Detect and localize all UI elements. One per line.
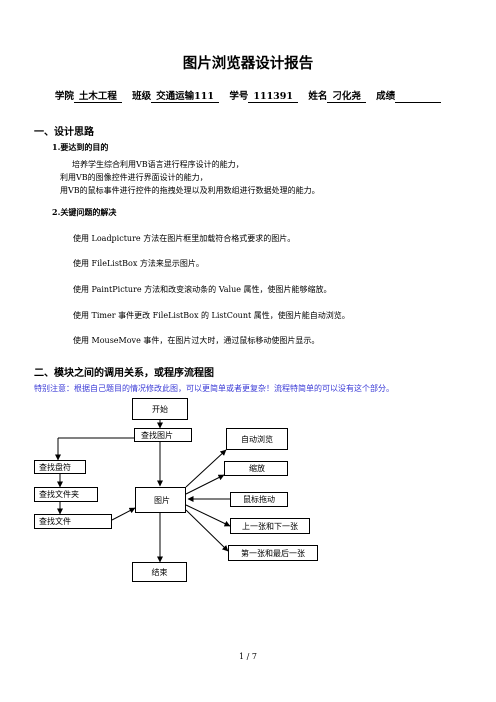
solution-line-3: 使用 PaintPicture 方法和改变滚动条的 Value 属性，使图片能够… [73,285,332,294]
flow-box-prev-next: 上一张和下一张 [230,518,310,534]
flow-box-zoom: 缩放 [224,461,288,476]
flow-box-auto-browse: 自动浏览 [226,428,288,450]
info-value-grade [395,91,442,103]
goal-line-1: 培养学生综合利用VB语言进行程序设计的能力， [72,160,244,169]
info-label-college: 学院 [54,91,74,102]
notice-text: 特别注意：根据自己题目的情况修改此图，可以更简单或者更复杂！流程特简单的可以没有… [34,384,394,393]
info-label-name: 姓名 [308,91,328,102]
flow-box-find-folder: 查找文件夹 [34,487,98,502]
flow-box-picture: 图片 [135,487,186,513]
section2-heading: 二、模块之间的调用关系，或程序流程图 [34,368,214,379]
solution-line-5: 使用 MouseMove 事件，在图片过大时，通过鼠标移动使图片显示。 [73,336,320,345]
flow-box-find-picture: 查找图片 [134,428,192,442]
flow-box-end: 结束 [132,562,187,582]
flow-box-start: 开始 [132,398,188,420]
arrow-picture-to-prev-next [185,504,231,527]
section1-sub2-heading: 2.关键问题的解决 [52,207,117,217]
report-title: 图片浏览器设计报告 [182,55,314,72]
flow-box-find-file: 查找文件 [34,514,112,529]
solution-line-1: 使用 Loadpicture 方法在图片框里加载符合格式要求的图片。 [73,234,296,243]
flow-box-find-drive: 查找盘符 [34,460,86,474]
page-number: 1 / 7 [239,652,257,661]
solution-line-2: 使用 FileListBox 方法来显示图片。 [73,259,204,268]
info-label-student-id: 学号 [229,91,249,102]
arrow-picture-to-auto-browse [185,449,227,488]
flow-box-first-last: 第一张和最后一张 [228,545,318,561]
section1-sub1-heading: 1.要达到的目的 [52,142,109,152]
info-value-class: 交通运输111 [151,91,220,103]
arrow-picture-to-first-last [185,509,229,552]
info-value-college: 土木工程 [73,91,122,103]
arrow-picture-to-zoom [185,474,225,495]
solution-line-4: 使用 Timer 事件更改 FileListBox 的 ListCount 属性… [73,311,350,320]
info-value-student-id: 111391 [248,91,299,103]
section1-heading: 一、设计思路 [34,127,94,138]
arrow-file-to-picture [111,507,136,521]
goal-line-2: 利用VB的图像控件进行界面设计的能力， [60,173,208,182]
info-label-class: 班级 [132,91,152,102]
flow-box-mouse-drag: 鼠标拖动 [230,492,288,507]
info-label-grade: 成绩 [376,91,396,102]
info-value-name: 刁化尧 [327,91,366,103]
goal-line-3: 用VB的鼠标事件进行控件的拖拽处理以及利用数组进行数据处理的能力。 [60,186,320,195]
